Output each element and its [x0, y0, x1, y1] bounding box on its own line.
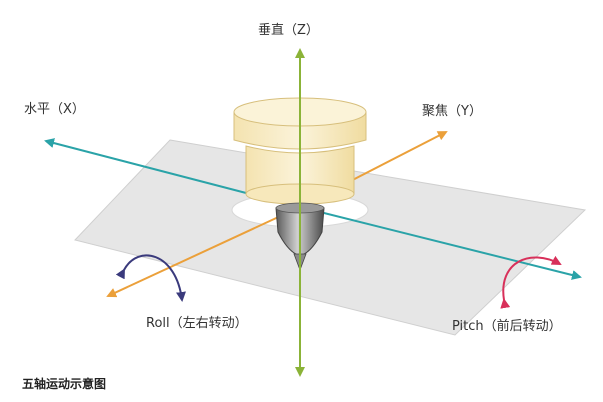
pitch-label: Pitch（前后转动）	[452, 319, 562, 334]
pitch-rotation-arrow	[500, 255, 562, 309]
diagram-caption: 五轴运动示意图	[22, 377, 107, 391]
roll-label: Roll（左右转动）	[146, 316, 248, 331]
y-axis-label: 聚焦（Y）	[422, 104, 482, 119]
x-axis-label: 水平（X）	[24, 102, 85, 117]
roll-rotation-arrow	[115, 254, 186, 302]
z-axis-label: 垂直（Z）	[258, 23, 319, 38]
work-plane	[74, 139, 587, 336]
